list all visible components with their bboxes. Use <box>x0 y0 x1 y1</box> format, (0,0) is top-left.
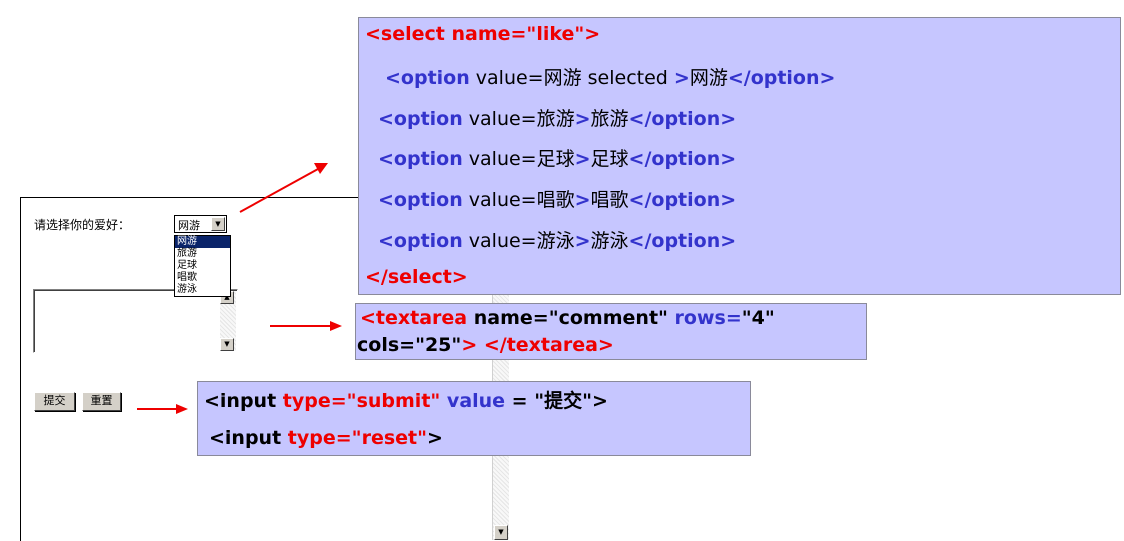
textarea-close-tag: </textarea> <box>477 334 614 356</box>
option-tag: <option <box>378 108 463 130</box>
textarea-rows-value: "4" <box>741 307 775 329</box>
code-line-select-open: <select name="like"> <box>365 23 600 45</box>
code-line-input-submit: <input type="submit" value = "提交"> <box>204 386 608 413</box>
textarea-rows-attr: rows= <box>667 307 742 329</box>
code-line-select-close: </select> <box>365 266 468 288</box>
code-line-option-1: <option value=网游 selected >网游</option> <box>385 63 835 90</box>
input-type-attr: type= <box>287 427 352 449</box>
input-type-value: "reset" <box>351 427 428 449</box>
textarea-scrollbar[interactable]: ▲ ▼ <box>220 291 236 351</box>
option-text: 唱歌 <box>590 189 629 211</box>
option-text: 游泳 <box>590 230 629 252</box>
option-tag: <option <box>378 189 463 211</box>
input-code-box: <input type="submit" value = "提交"> <inpu… <box>197 381 751 456</box>
hobby-select[interactable]: 网游 ▼ <box>174 215 227 233</box>
option-text: 足球 <box>590 148 629 170</box>
option-attr: value=网游 selected <box>469 67 674 89</box>
option-tag: <option <box>378 230 463 252</box>
submit-button[interactable]: 提交 <box>34 392 75 411</box>
option-attr: value=旅游 <box>462 108 575 130</box>
comment-textarea[interactable]: ▲ ▼ <box>33 289 238 353</box>
textarea-cols-value: "25" <box>415 334 462 356</box>
textarea-cols-attr: cols= <box>357 334 416 356</box>
option-gt: > <box>574 108 591 130</box>
code-line-textarea-2: cols="25"> </textarea> <box>357 334 614 356</box>
option-close-tag: </option> <box>628 148 737 170</box>
option-close-tag: </option> <box>628 230 737 252</box>
select-code-box: <select name="like"> <option value=网游 se… <box>358 17 1121 295</box>
option-gt: > <box>574 230 591 252</box>
code-line-textarea-1: <textarea name="comment" rows="4" <box>360 307 775 329</box>
dropdown-option-wangyou[interactable]: 网游 <box>175 236 230 248</box>
option-text: 旅游 <box>590 108 629 130</box>
dropdown-option-zuqiu[interactable]: 足球 <box>177 260 197 271</box>
reset-button[interactable]: 重置 <box>82 392 121 411</box>
option-tag: <option <box>385 67 470 89</box>
option-gt: > <box>574 148 591 170</box>
code-line-option-5: <option value=游泳>游泳</option> <box>378 226 736 253</box>
option-gt: > <box>574 189 591 211</box>
option-gt: > <box>673 67 690 89</box>
hobby-label: 请选择你的爱好： <box>34 218 131 232</box>
input-type-value: "submit" <box>346 390 441 412</box>
select-close-tag: </select> <box>365 266 468 288</box>
dropdown-option-youyong[interactable]: 游泳 <box>177 284 197 295</box>
input-gt: > <box>592 390 608 412</box>
code-line-option-3: <option value=足球>足球</option> <box>378 144 736 171</box>
input-type-attr: type= <box>282 390 347 412</box>
option-text: 网游 <box>689 67 728 89</box>
hobby-select-value: 网游 <box>178 219 200 232</box>
textarea-open-tag: <textarea <box>360 307 468 329</box>
option-close-tag: </option> <box>727 67 836 89</box>
select-open-tag: <select name="like"> <box>365 23 601 45</box>
textarea-gt: > <box>461 334 478 356</box>
option-attr: value=唱歌 <box>462 189 575 211</box>
option-tag: <option <box>378 148 463 170</box>
input-open-tag: <input <box>209 427 288 449</box>
window-scroll-down-arrow-icon[interactable]: ▼ <box>494 525 508 540</box>
textarea-name-value: "comment" <box>548 307 668 329</box>
input-value-value: "提交" <box>534 390 593 412</box>
option-close-tag: </option> <box>628 189 737 211</box>
dropdown-arrow-icon[interactable]: ▼ <box>211 217 225 231</box>
code-line-option-4: <option value=唱歌>唱歌</option> <box>378 185 736 212</box>
code-line-input-reset: <input type="reset"> <box>209 427 443 449</box>
scroll-down-arrow-icon[interactable]: ▼ <box>220 338 234 351</box>
input-equals: = <box>505 390 535 412</box>
code-line-option-2: <option value=旅游>旅游</option> <box>378 104 736 131</box>
input-gt: > <box>427 427 443 449</box>
dropdown-option-lvyou[interactable]: 旅游 <box>177 248 197 259</box>
input-open-tag: <input <box>204 390 283 412</box>
textarea-name-attr: name= <box>467 307 549 329</box>
option-attr: value=足球 <box>462 148 575 170</box>
dropdown-option-changge[interactable]: 唱歌 <box>177 272 197 283</box>
hobby-dropdown-list[interactable]: 网游 旅游 足球 唱歌 游泳 <box>174 235 231 297</box>
option-attr: value=游泳 <box>462 230 575 252</box>
input-value-attr: value <box>440 390 506 412</box>
textarea-code-box: <textarea name="comment" rows="4" cols="… <box>355 303 867 360</box>
option-close-tag: </option> <box>628 108 737 130</box>
